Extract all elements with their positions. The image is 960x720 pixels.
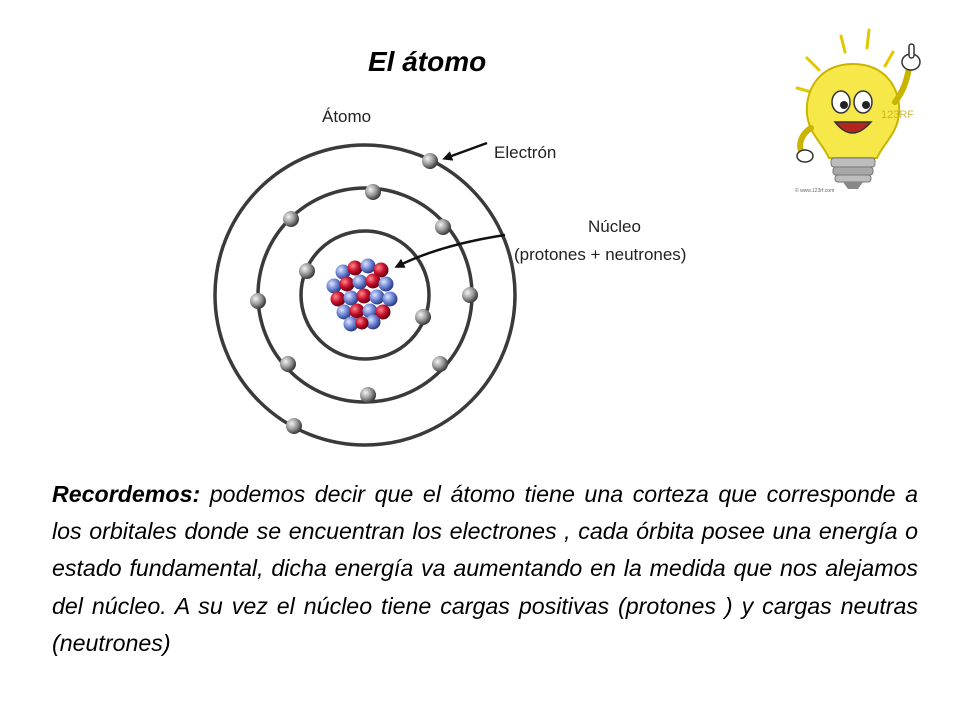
proton (373, 262, 389, 278)
atom-label: Átomo (322, 107, 371, 126)
electron (283, 211, 299, 227)
electron (462, 287, 478, 303)
electron (422, 153, 438, 169)
electron-label: Electrón (494, 143, 556, 162)
proton (356, 288, 372, 304)
electron-arrow (442, 141, 488, 161)
neutron (336, 304, 352, 320)
neutron (343, 290, 359, 306)
neutron (360, 258, 376, 274)
proton (347, 260, 363, 276)
lightbulb-icon: 123RF © www.123rf.com (795, 28, 921, 194)
electron (280, 356, 296, 372)
proton (365, 273, 381, 289)
nucleus-arrow (394, 233, 506, 268)
electron (299, 263, 315, 279)
neutron (378, 276, 394, 292)
neutron (326, 278, 342, 294)
proton (339, 276, 355, 292)
electron (250, 293, 266, 309)
electron (432, 356, 448, 372)
neutron (365, 314, 381, 330)
proton (355, 316, 369, 330)
page-title: El átomo (368, 46, 487, 77)
orbit-outer (213, 143, 517, 447)
nucleus-sub-label: (protones + neutrones) (514, 245, 686, 264)
neutron (352, 274, 368, 290)
watermark-footer: © www.123rf.com (795, 187, 834, 194)
electron (415, 309, 431, 325)
explanation-paragraph: Recordemos: podemos decir que el átomo t… (52, 476, 918, 662)
nucleus-label: Núcleo (588, 217, 641, 236)
paragraph-lead: Recordemos: (52, 481, 201, 507)
proton (330, 291, 346, 307)
electron (286, 418, 302, 434)
proton (349, 303, 365, 319)
watermark-brand: 123RF (881, 109, 914, 121)
electron (435, 219, 451, 235)
nucleus (326, 258, 398, 332)
electron (360, 387, 376, 403)
proton (375, 304, 391, 320)
neutron (369, 289, 385, 305)
neutron (343, 316, 359, 332)
electron (365, 184, 381, 200)
orbit-inner (299, 229, 431, 361)
paragraph-body: podemos decir que el átomo tiene una cor… (52, 481, 918, 656)
neutron (335, 264, 351, 280)
atom-diagram: Átomo Electrón Núcleo (protones + neutro… (213, 107, 686, 447)
neutron (382, 291, 398, 307)
